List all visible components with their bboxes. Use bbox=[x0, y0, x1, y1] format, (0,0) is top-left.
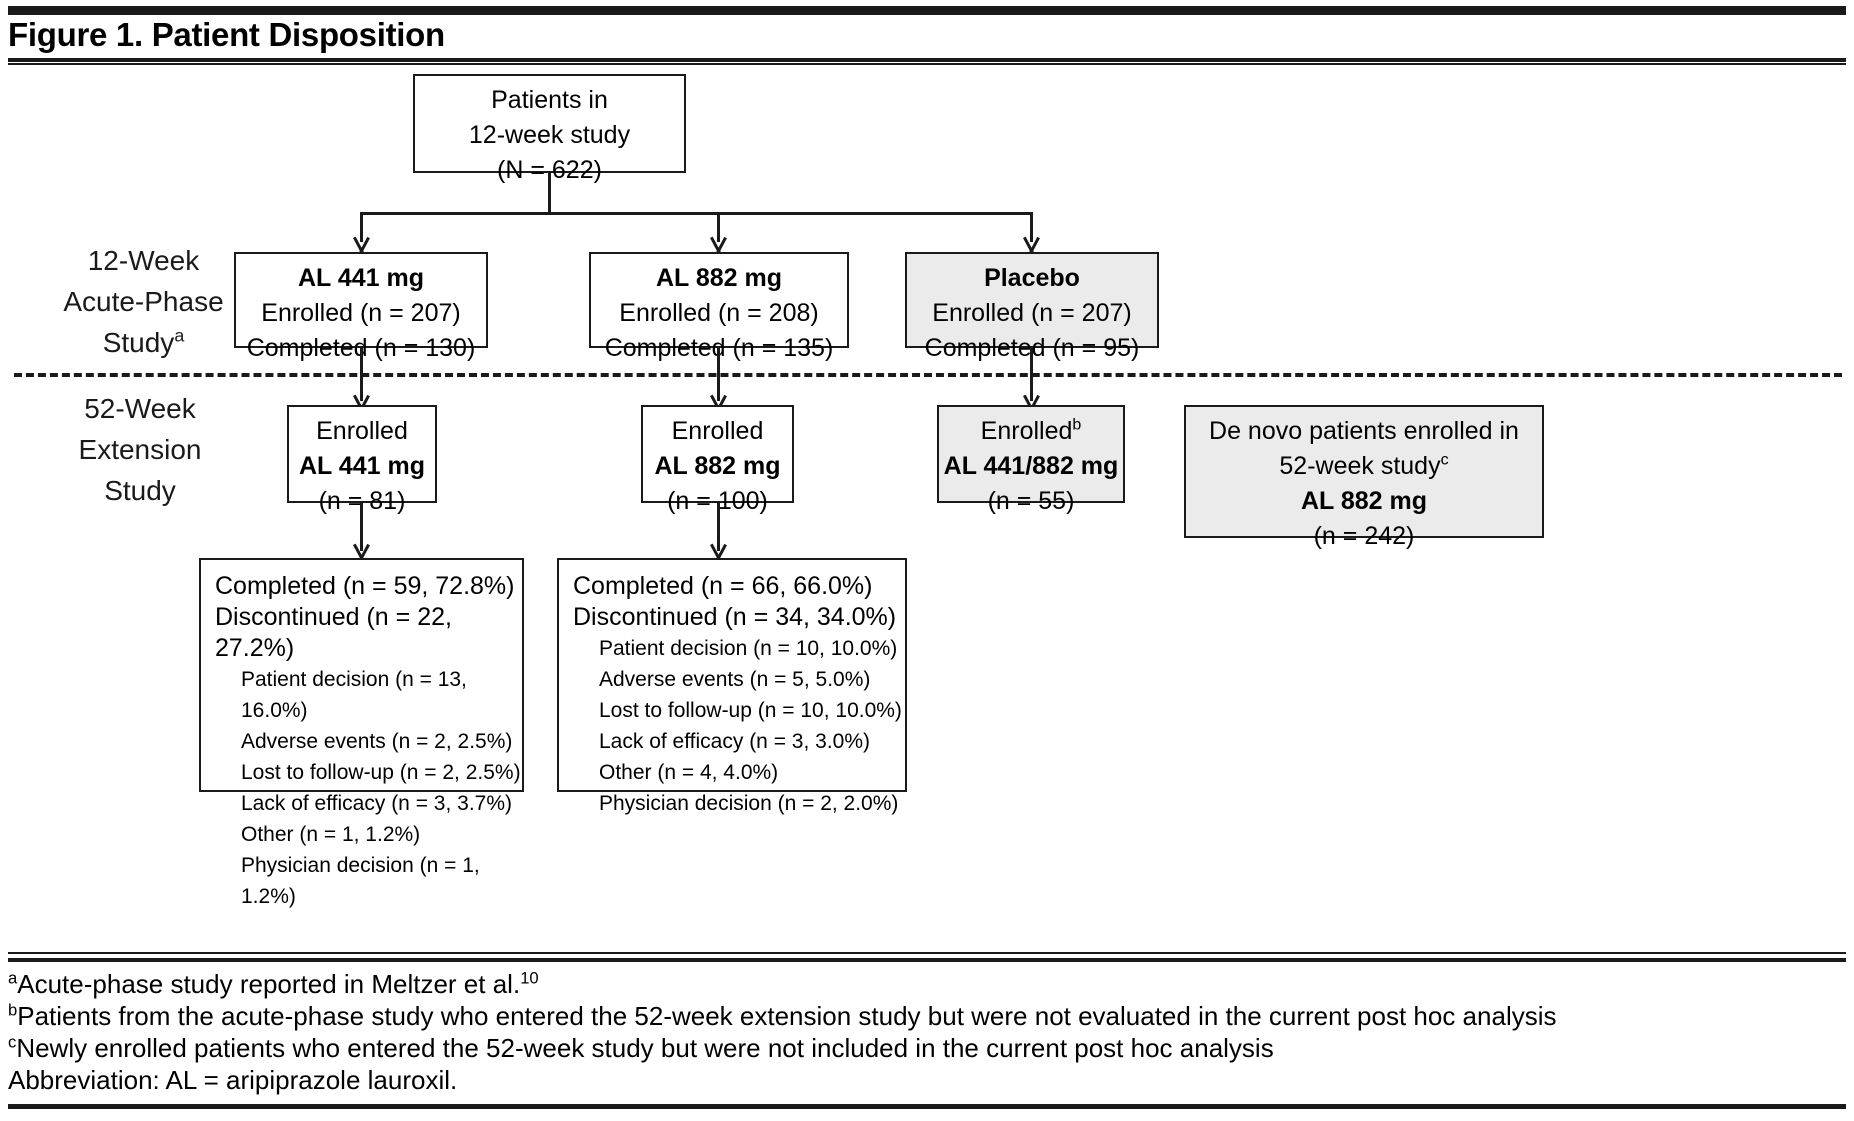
node-outcome-al882-discontinued: Discontinued (n = 34, 34.0%) bbox=[573, 603, 897, 631]
node-ext-al441-882: Enrolledb AL 441/882 mg (n = 55) bbox=[937, 405, 1125, 515]
node-root-line2: 12-week study bbox=[468, 121, 631, 149]
node-acute-al882: AL 882 mg Enrolled (n = 208) Completed (… bbox=[589, 252, 849, 362]
node-outcome-al441-reason: Patient decision (n = 13, 16.0%) bbox=[241, 668, 467, 722]
title-underline-rule bbox=[8, 58, 1846, 65]
connector-root-bar bbox=[360, 212, 1032, 215]
node-ext-al441-line2: AL 441 mg bbox=[299, 452, 425, 480]
node-outcome-al441-reason: Lost to follow-up (n = 2, 2.5%) bbox=[241, 761, 521, 784]
connector-drop-arm2 bbox=[717, 212, 720, 242]
node-de-novo-line2: 52-week studyc bbox=[1279, 451, 1449, 480]
node-de-novo: De novo patients enrolled in 52-week stu… bbox=[1184, 405, 1544, 550]
node-de-novo-line4: (n = 242) bbox=[1313, 522, 1415, 550]
footnote-top-rule bbox=[8, 952, 1846, 954]
node-outcome-al441: Completed (n = 59, 72.8%) Discontinued (… bbox=[199, 558, 524, 908]
phase-label-extension: 52-Week Extension Study bbox=[50, 388, 230, 511]
connector-root-stem bbox=[548, 173, 551, 213]
node-ext-al882-line2: AL 882 mg bbox=[654, 452, 781, 480]
node-outcome-al882-reason: Lack of efficacy (n = 3, 3.0%) bbox=[599, 730, 871, 753]
phase-label-extension-line2: Extension bbox=[78, 434, 202, 465]
node-ext-al882-line1: Enrolled bbox=[671, 417, 764, 445]
node-outcome-al441-reason: Physician decision (n = 1, 1.2%) bbox=[241, 854, 480, 908]
node-outcome-al441-reason: Adverse events (n = 2, 2.5%) bbox=[241, 730, 513, 753]
node-ext-al441-882-line2: AL 441/882 mg bbox=[943, 452, 1119, 480]
node-ext-al441-882-line3: (n = 55) bbox=[987, 487, 1075, 515]
node-acute-placebo: Placebo Enrolled (n = 207) Completed (n … bbox=[905, 252, 1159, 362]
connector-ext2-to-outcome2 bbox=[717, 503, 720, 551]
node-outcome-al882-reason: Physician decision (n = 2, 2.0%) bbox=[599, 792, 899, 815]
node-acute-placebo-title: Placebo bbox=[984, 264, 1080, 292]
node-root: Patients in 12-week study (N = 622) bbox=[413, 74, 686, 184]
node-outcome-al882: Completed (n = 66, 66.0%) Discontinued (… bbox=[557, 558, 907, 815]
phase-label-acute-line1: 12-Week bbox=[87, 245, 200, 276]
node-ext-al441-line1: Enrolled bbox=[316, 417, 408, 445]
connector-drop-arm3 bbox=[1030, 212, 1033, 242]
node-acute-al441-title: AL 441 mg bbox=[298, 264, 424, 292]
node-outcome-al882-reason: Adverse events (n = 5, 5.0%) bbox=[599, 668, 871, 691]
footnote-c: cNewly enrolled patients who entered the… bbox=[8, 1032, 1274, 1063]
node-outcome-al441-completed: Completed (n = 59, 72.8%) bbox=[215, 572, 515, 600]
node-ext-al441: Enrolled AL 441 mg (n = 81) bbox=[287, 405, 437, 515]
node-ext-al882: Enrolled AL 882 mg (n = 100) bbox=[641, 405, 794, 515]
footnote-bottom-rule bbox=[8, 1104, 1846, 1109]
footnote-b: bPatients from the acute-phase study who… bbox=[8, 1000, 1557, 1031]
node-acute-al441-enrolled: Enrolled (n = 207) bbox=[261, 299, 461, 327]
node-root-line1: Patients in bbox=[491, 86, 608, 114]
node-outcome-al882-completed: Completed (n = 66, 66.0%) bbox=[573, 572, 873, 600]
node-acute-placebo-enrolled: Enrolled (n = 207) bbox=[932, 299, 1132, 327]
phase-label-extension-line1: 52-Week bbox=[84, 393, 196, 424]
phase-label-acute: 12-Week Acute-Phase Studya bbox=[56, 240, 231, 363]
phase-label-extension-line3: Study bbox=[104, 475, 176, 506]
top-rule bbox=[8, 6, 1846, 15]
footnote-top-rule-2 bbox=[8, 958, 1846, 962]
connector-drop-arm1 bbox=[360, 212, 363, 242]
node-outcome-al441-reason: Lack of efficacy (n = 3, 3.7%) bbox=[241, 792, 513, 815]
node-outcome-al441-reason: Other (n = 1, 1.2%) bbox=[241, 823, 421, 846]
footnote-abbreviation: Abbreviation: AL = aripiprazole lauroxil… bbox=[8, 1065, 458, 1095]
node-de-novo-line3: AL 882 mg bbox=[1301, 487, 1427, 515]
connector-ext1-to-outcome1 bbox=[360, 503, 363, 551]
phase-label-acute-sup: a bbox=[174, 325, 185, 346]
footnotes: aAcute-phase study reported in Meltzer e… bbox=[8, 968, 1838, 1096]
node-de-novo-line1: De novo patients enrolled in bbox=[1209, 417, 1519, 445]
node-outcome-al882-reason: Lost to follow-up (n = 10, 10.0%) bbox=[599, 699, 902, 722]
node-outcome-al882-reason: Patient decision (n = 10, 10.0%) bbox=[599, 637, 898, 660]
phase-label-acute-line3: Studya bbox=[102, 325, 185, 358]
node-ext-al441-882-line1: Enrolledb bbox=[980, 416, 1082, 445]
node-outcome-al882-reason: Other (n = 4, 4.0%) bbox=[599, 761, 779, 784]
node-acute-al882-enrolled: Enrolled (n = 208) bbox=[619, 299, 819, 327]
footnote-a: aAcute-phase study reported in Meltzer e… bbox=[8, 968, 539, 999]
node-outcome-al441-discontinued: Discontinued (n = 22, 27.2%) bbox=[215, 603, 452, 662]
page-title: Figure 1. Patient Disposition bbox=[8, 16, 445, 53]
phase-label-acute-line2: Acute-Phase bbox=[63, 286, 224, 317]
phase-divider-dashed-line bbox=[14, 373, 1842, 377]
node-acute-al882-title: AL 882 mg bbox=[656, 264, 782, 292]
node-acute-al441: AL 441 mg Enrolled (n = 207) Completed (… bbox=[234, 252, 488, 362]
